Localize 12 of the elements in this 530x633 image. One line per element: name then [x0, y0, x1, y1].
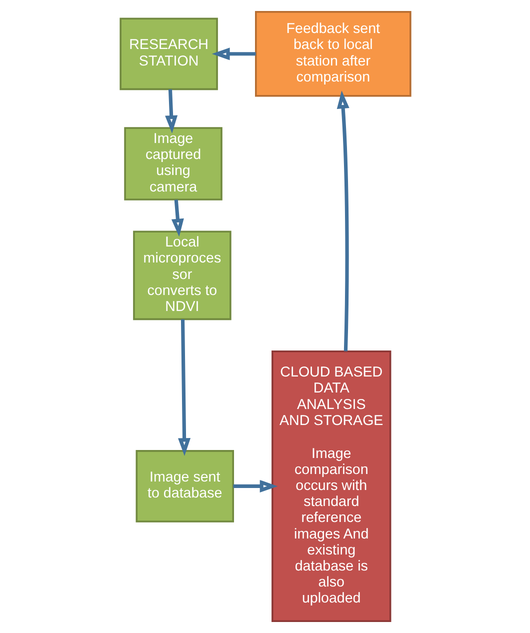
- node-box: RESEARCH STATION: [119, 18, 218, 90]
- node-box: Image sent to database: [135, 450, 234, 522]
- node-box: Feedback sent back to local station after comparison: [254, 11, 411, 97]
- arrow: [336, 90, 349, 352]
- arrow: [178, 319, 190, 456]
- node-box: Local microproces sor converts to NDVI: [132, 230, 231, 320]
- arrow: [211, 48, 256, 60]
- node-box: CLOUD BASED DATA ANALYSIS AND STORAGE Image comparison occurs with standard reference images And existing database is also uploaded: [271, 350, 391, 622]
- arrow: [164, 89, 178, 134]
- arrow: [170, 200, 184, 237]
- node-box: Image captured using camera: [124, 127, 222, 200]
- arrow: [232, 480, 278, 492]
